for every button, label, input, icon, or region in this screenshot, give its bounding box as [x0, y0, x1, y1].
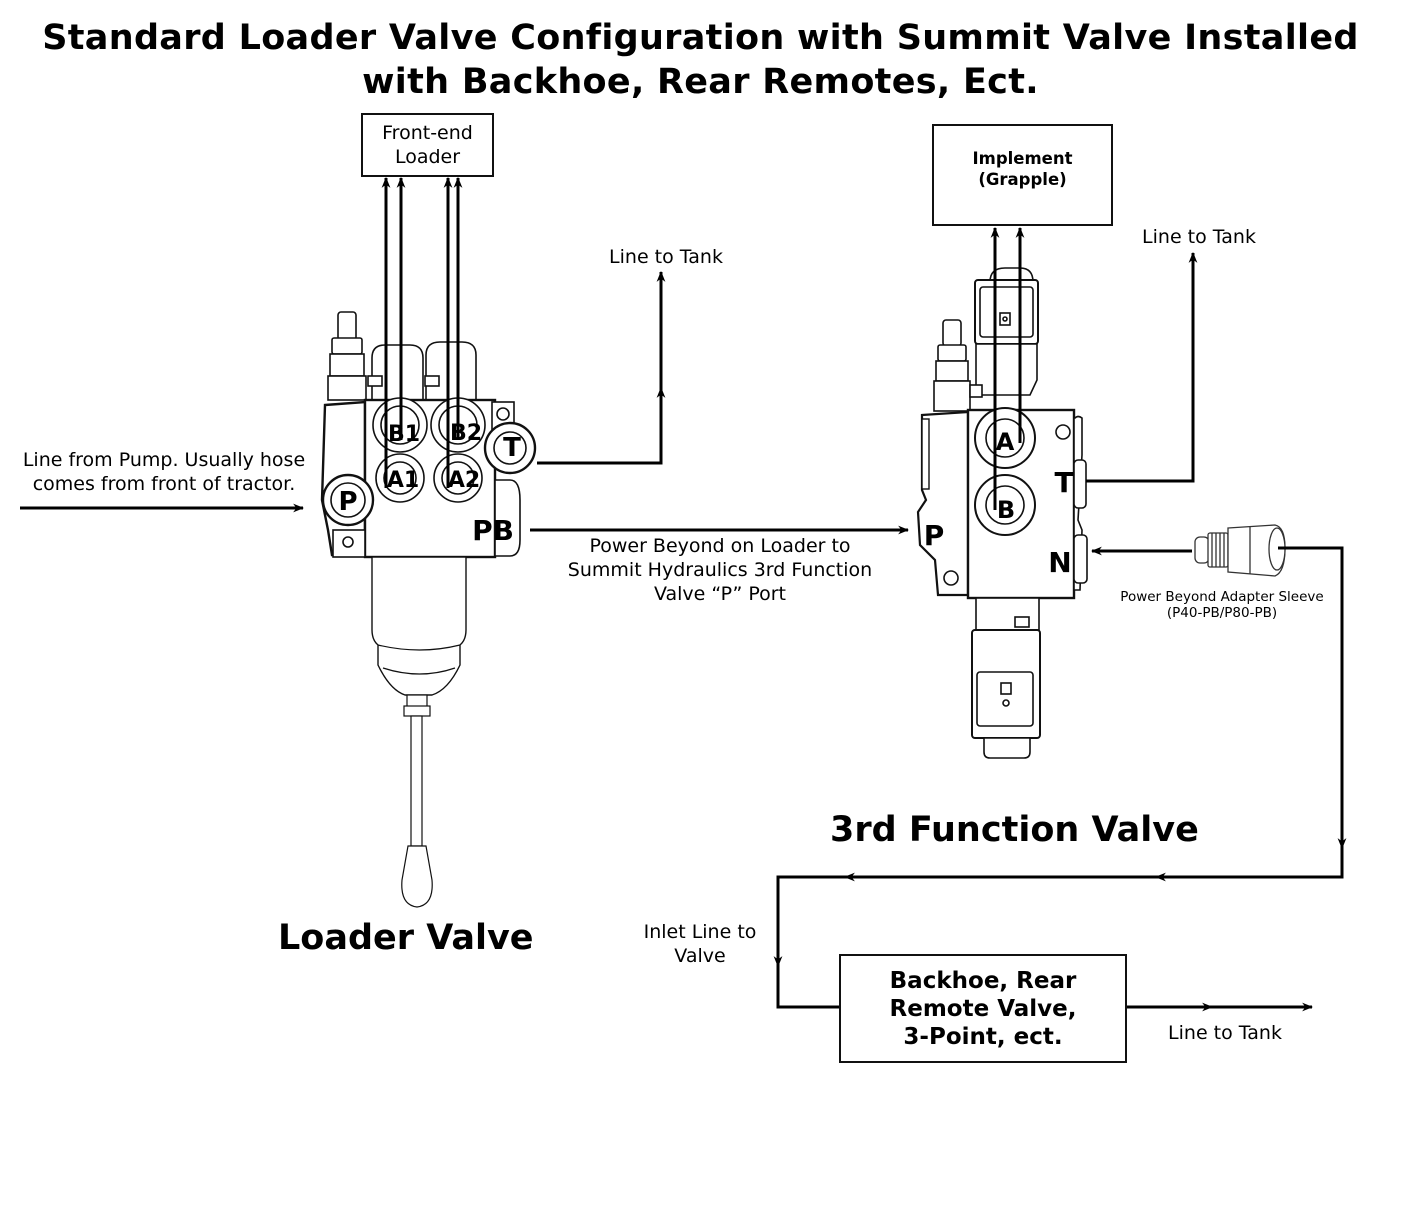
return-loop-line [773, 546, 1347, 1009]
pump-line-label-1: Line from Pump. Usually hose [22, 449, 306, 471]
adapter-sleeve-label-1: Power Beyond Adapter Sleeve [1120, 589, 1324, 605]
front-end-loader-line-2: Loader [394, 146, 461, 168]
power-beyond-label-1: Power Beyond on Loader to [589, 535, 851, 557]
title-line-2: with Backhoe, Rear Remotes, Ect. [362, 62, 1039, 102]
port-pb: PB [472, 514, 514, 547]
power-beyond-label-3: Valve “P” Port [653, 583, 787, 605]
adapter-sleeve-label-2: (P40-PB/P80-PB) [1166, 605, 1278, 621]
power-beyond-label-2: Summit Hydraulics 3rd Function [567, 559, 873, 581]
third-function-valve-title: 3rd Function Valve [830, 810, 1199, 850]
adapter-sleeve-label: Power Beyond Adapter Sleeve (P40-PB/P80-… [1106, 589, 1338, 621]
backhoe-line-3: 3-Point, ect. [903, 1023, 1063, 1050]
diagram-title: Standard Loader Valve Configuration with… [0, 16, 1401, 104]
loader-tank-label: Line to Tank [609, 246, 723, 268]
backhoe-box: Backhoe, Rear Remote Valve, 3-Point, ect… [839, 954, 1127, 1063]
inlet-line-label-2: Valve [674, 945, 726, 967]
backhoe-line-1: Backhoe, Rear [889, 967, 1077, 994]
port-t: T [1054, 466, 1073, 499]
backhoe-line-2: Remote Valve, [889, 995, 1077, 1022]
port-b2: B2 [450, 421, 482, 446]
implement-box: Implement (Grapple) [932, 124, 1113, 226]
implement-line-1: Implement [972, 149, 1073, 168]
port-a2: A2 [448, 468, 480, 493]
third-function-tank-line [1086, 251, 1198, 483]
adapter-sleeve-illustration [1194, 524, 1286, 577]
port-a1: A1 [387, 468, 419, 493]
loader-work-lines [381, 176, 463, 488]
third-function-valve-illustration [916, 267, 1088, 759]
port-t: T [503, 433, 521, 463]
loader-tank-line [537, 270, 666, 465]
port-p: P [338, 487, 357, 517]
third-function-tank-label: Line to Tank [1142, 226, 1256, 248]
loader-valve-illustration [320, 311, 537, 908]
third-function-ports: A B T P N [924, 428, 1074, 579]
port-b1: B1 [388, 422, 420, 447]
front-end-loader-line-1: Front-end [382, 122, 473, 144]
inlet-line-label: Inlet Line to Valve [630, 920, 770, 968]
front-end-loader-box: Front-end Loader [361, 113, 494, 177]
pump-line-label-2: comes from front of tractor. [32, 473, 296, 495]
inlet-line-label-1: Inlet Line to [643, 921, 757, 943]
third-function-work-lines [990, 226, 1025, 510]
implement-line-2: (Grapple) [978, 170, 1067, 189]
port-b: B [997, 496, 1015, 524]
pump-line-label: Line from Pump. Usually hose comes from … [8, 448, 320, 496]
loader-valve-title: Loader Valve [278, 918, 534, 958]
backhoe-tank-label: Line to Tank [1168, 1022, 1282, 1044]
port-a: A [996, 428, 1015, 456]
port-n: N [1048, 546, 1071, 579]
port-p: P [924, 519, 945, 552]
loader-ports: B1 B2 A1 A2 T P PB [338, 421, 521, 547]
title-line-1: Standard Loader Valve Configuration with… [42, 18, 1359, 58]
power-beyond-label: Power Beyond on Loader to Summit Hydraul… [545, 534, 895, 606]
